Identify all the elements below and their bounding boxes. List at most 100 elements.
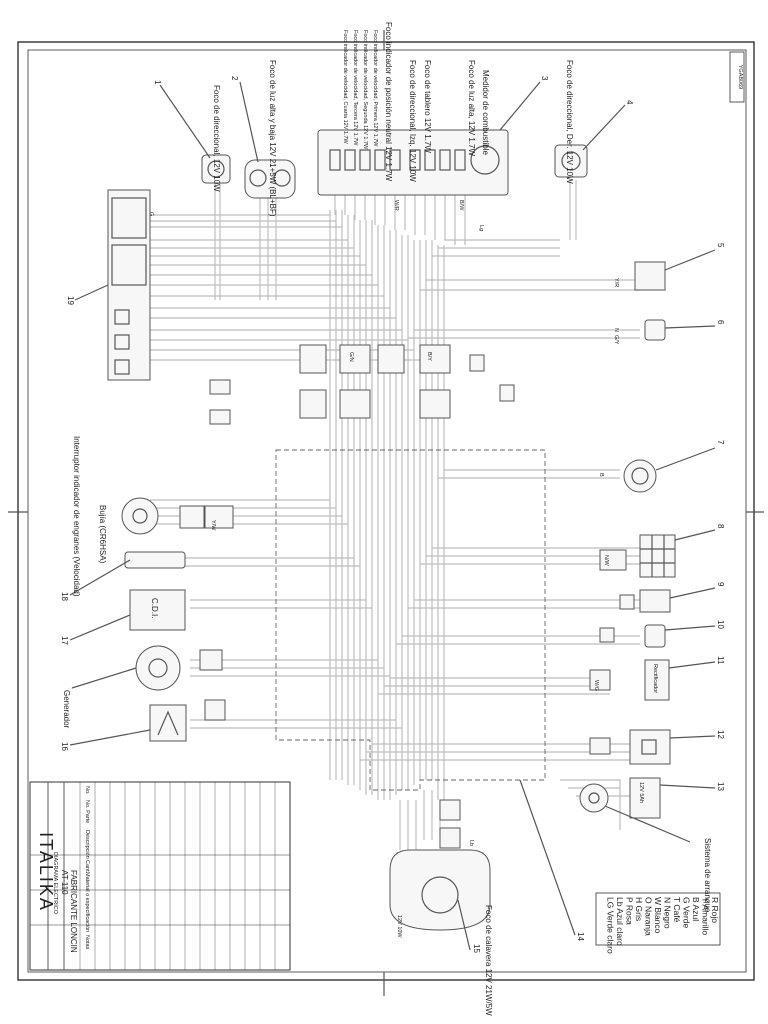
component-1-turn-signal: 1 Foco de direccional, 12V 10W (153, 80, 231, 192)
component-number: 11 (716, 656, 725, 665)
component-number: 17 (60, 636, 69, 645)
indicator-label: Foco indicador de velocidad, Tercera 12V… (352, 30, 358, 146)
drawing-title: DIAGRAMA ELECTRICO (52, 852, 58, 915)
component-label: Foco de direccional, Der. 12V 10W (565, 60, 574, 184)
wire-code-labels: G Y/R N G/Y B/W W/R G/N B/Y Y/W N/W Lg L… (148, 200, 639, 846)
wire-code: W/R (393, 200, 399, 211)
drawing-model: AT-110 (60, 870, 69, 895)
inner-frame (27, 49, 747, 973)
wire-code: B/W (458, 200, 464, 211)
tail-light-lamp-rating: 12V 10W (396, 915, 402, 938)
wire-code: Y/R (613, 278, 619, 287)
legend-entry: O Naranja (644, 897, 654, 936)
legend-entry: W Blanco (653, 897, 663, 934)
component-number: 19 (66, 296, 75, 305)
col-header: No. Parte (84, 800, 90, 823)
component-number: 1 (153, 80, 162, 85)
component-8-ignition-switch: 8 (639, 524, 725, 578)
component-label: Foco de luz alta y baja 12V 21+5W (BL+BF… (268, 60, 277, 217)
legend-entry: P Rosa (625, 897, 635, 925)
component-number: 4 (625, 100, 634, 105)
component-number: 8 (716, 524, 725, 529)
legend-entry: Y Amarillo (701, 897, 711, 935)
legend-entry: G Verde (682, 897, 692, 928)
component-number: 14 (576, 932, 585, 941)
legend-entry: LG Verde claro (606, 897, 616, 954)
color-legend (595, 892, 721, 946)
component-number: 5 (716, 243, 725, 248)
component-10: 10 (644, 620, 725, 648)
indicator-label: Foco indicador de velocidad, Segunda 12V… (362, 30, 368, 150)
component-7-horn: 7 (623, 440, 725, 493)
component-number: 6 (716, 320, 725, 325)
component-number: 16 (60, 742, 69, 751)
component-label: Medidor de combustible (481, 70, 490, 155)
component-number: 2 (230, 76, 239, 81)
component-label: Foco de direccional, 12V 10W (212, 85, 221, 192)
component-19-switch-block: 19 (66, 189, 151, 381)
legend-entry: T Café (672, 897, 682, 923)
legend-entry: R Rojo (710, 897, 720, 923)
brand-logo: ITALIKA (36, 832, 56, 912)
indicator-label: Foco indicador de velocidad, Cuarta 12V … (342, 30, 348, 145)
wire-code: Lb (468, 840, 474, 846)
indicator-label: Foco de luz alta, 12V 1.7W (467, 60, 476, 157)
component-label: Interruptor indicador de engranes (Veloc… (72, 436, 81, 597)
doc-code-box (729, 51, 745, 103)
component-number: 3 (540, 76, 549, 81)
component-label: Foco de calavera 12V 21W/5W (484, 905, 493, 1016)
component-label: Bujía (CR6HSA) (98, 505, 107, 564)
wire-code: Y/W (210, 520, 216, 531)
component-number: 18 (60, 592, 69, 601)
wire-code: N (613, 328, 619, 332)
legend-entry: B Azul (691, 897, 701, 921)
wire-code: B (598, 473, 604, 477)
manufacturer: FABRICANTE LONCIN (69, 870, 78, 953)
component-label: Sistema de arranque (703, 838, 712, 913)
col-header: No. (84, 786, 90, 795)
indicator-label: Foco de direccional, Izq. 12V 10W (408, 60, 417, 182)
component-6: 6 (644, 319, 725, 341)
component-number: 13 (716, 782, 725, 791)
wire-code: N/W (603, 555, 609, 567)
indicator-label: Foco indicador de velocidad, Primera 12V… (372, 30, 378, 147)
instrument-cluster: 3 Medidor de combustible Foco de luz alt… (317, 22, 549, 196)
component-4-turn-signal: 4 Foco de direccional, Der. 12V 10W (554, 60, 634, 184)
connector-blocks (179, 344, 635, 849)
doc-code: YGAB069 (737, 65, 743, 89)
component-16: 16 (60, 704, 187, 751)
indicator-label: Foco de tablero 12V 1.7W (423, 60, 432, 153)
component-label: C.D.I. (150, 598, 159, 618)
wire-code: G (148, 212, 154, 216)
starter-motor: Sistema de arranque (579, 783, 712, 913)
component-label: Rectificador (652, 664, 658, 693)
component-number: 15 (472, 944, 481, 953)
col-header: Notas (84, 935, 90, 950)
wire-harness (148, 180, 640, 850)
component-number: 9 (716, 582, 725, 587)
outer-frame (17, 41, 755, 981)
wire-code: G/N (348, 352, 354, 362)
component-label: 12V 5Ah (638, 782, 644, 803)
wire-code: W/G (593, 680, 599, 691)
harness-boundary (275, 449, 546, 791)
legend-entry: N Negro (663, 897, 673, 929)
col-header: Material o especificación (84, 872, 90, 932)
title-block: ITALIKA DIAGRAMA ELECTRICO AT-110 FABRIC… (29, 781, 291, 971)
component-17-cdi: C.D.I. 17 (60, 589, 186, 645)
indicator-label: Foco indicador de posición neutral 12V 1… (384, 22, 393, 182)
component-18-spark-plug: 18 Bujía (CR6HSA) (60, 505, 186, 601)
component-2-headlight: 2 Foco de luz alta y baja 12V 21+5W (BL+… (230, 60, 296, 217)
component-12-starter-relay: 12 (629, 729, 725, 765)
component-15-tail-light: 15 Foco de calavera 12V 21W/5W 12V 10W (389, 849, 493, 1016)
legend-entry: H Gris (634, 897, 644, 921)
component-number: 10 (716, 620, 725, 629)
component-13-battery: 12V 5Ah 13 (629, 777, 725, 819)
component-14: 14 (519, 779, 585, 941)
gear-indicator-switch: Interruptor indicador de engranes (Veloc… (72, 436, 159, 597)
wire-code: Lg (478, 225, 484, 231)
wire-code: G/Y (613, 335, 619, 345)
component-label: Generador (62, 690, 71, 729)
